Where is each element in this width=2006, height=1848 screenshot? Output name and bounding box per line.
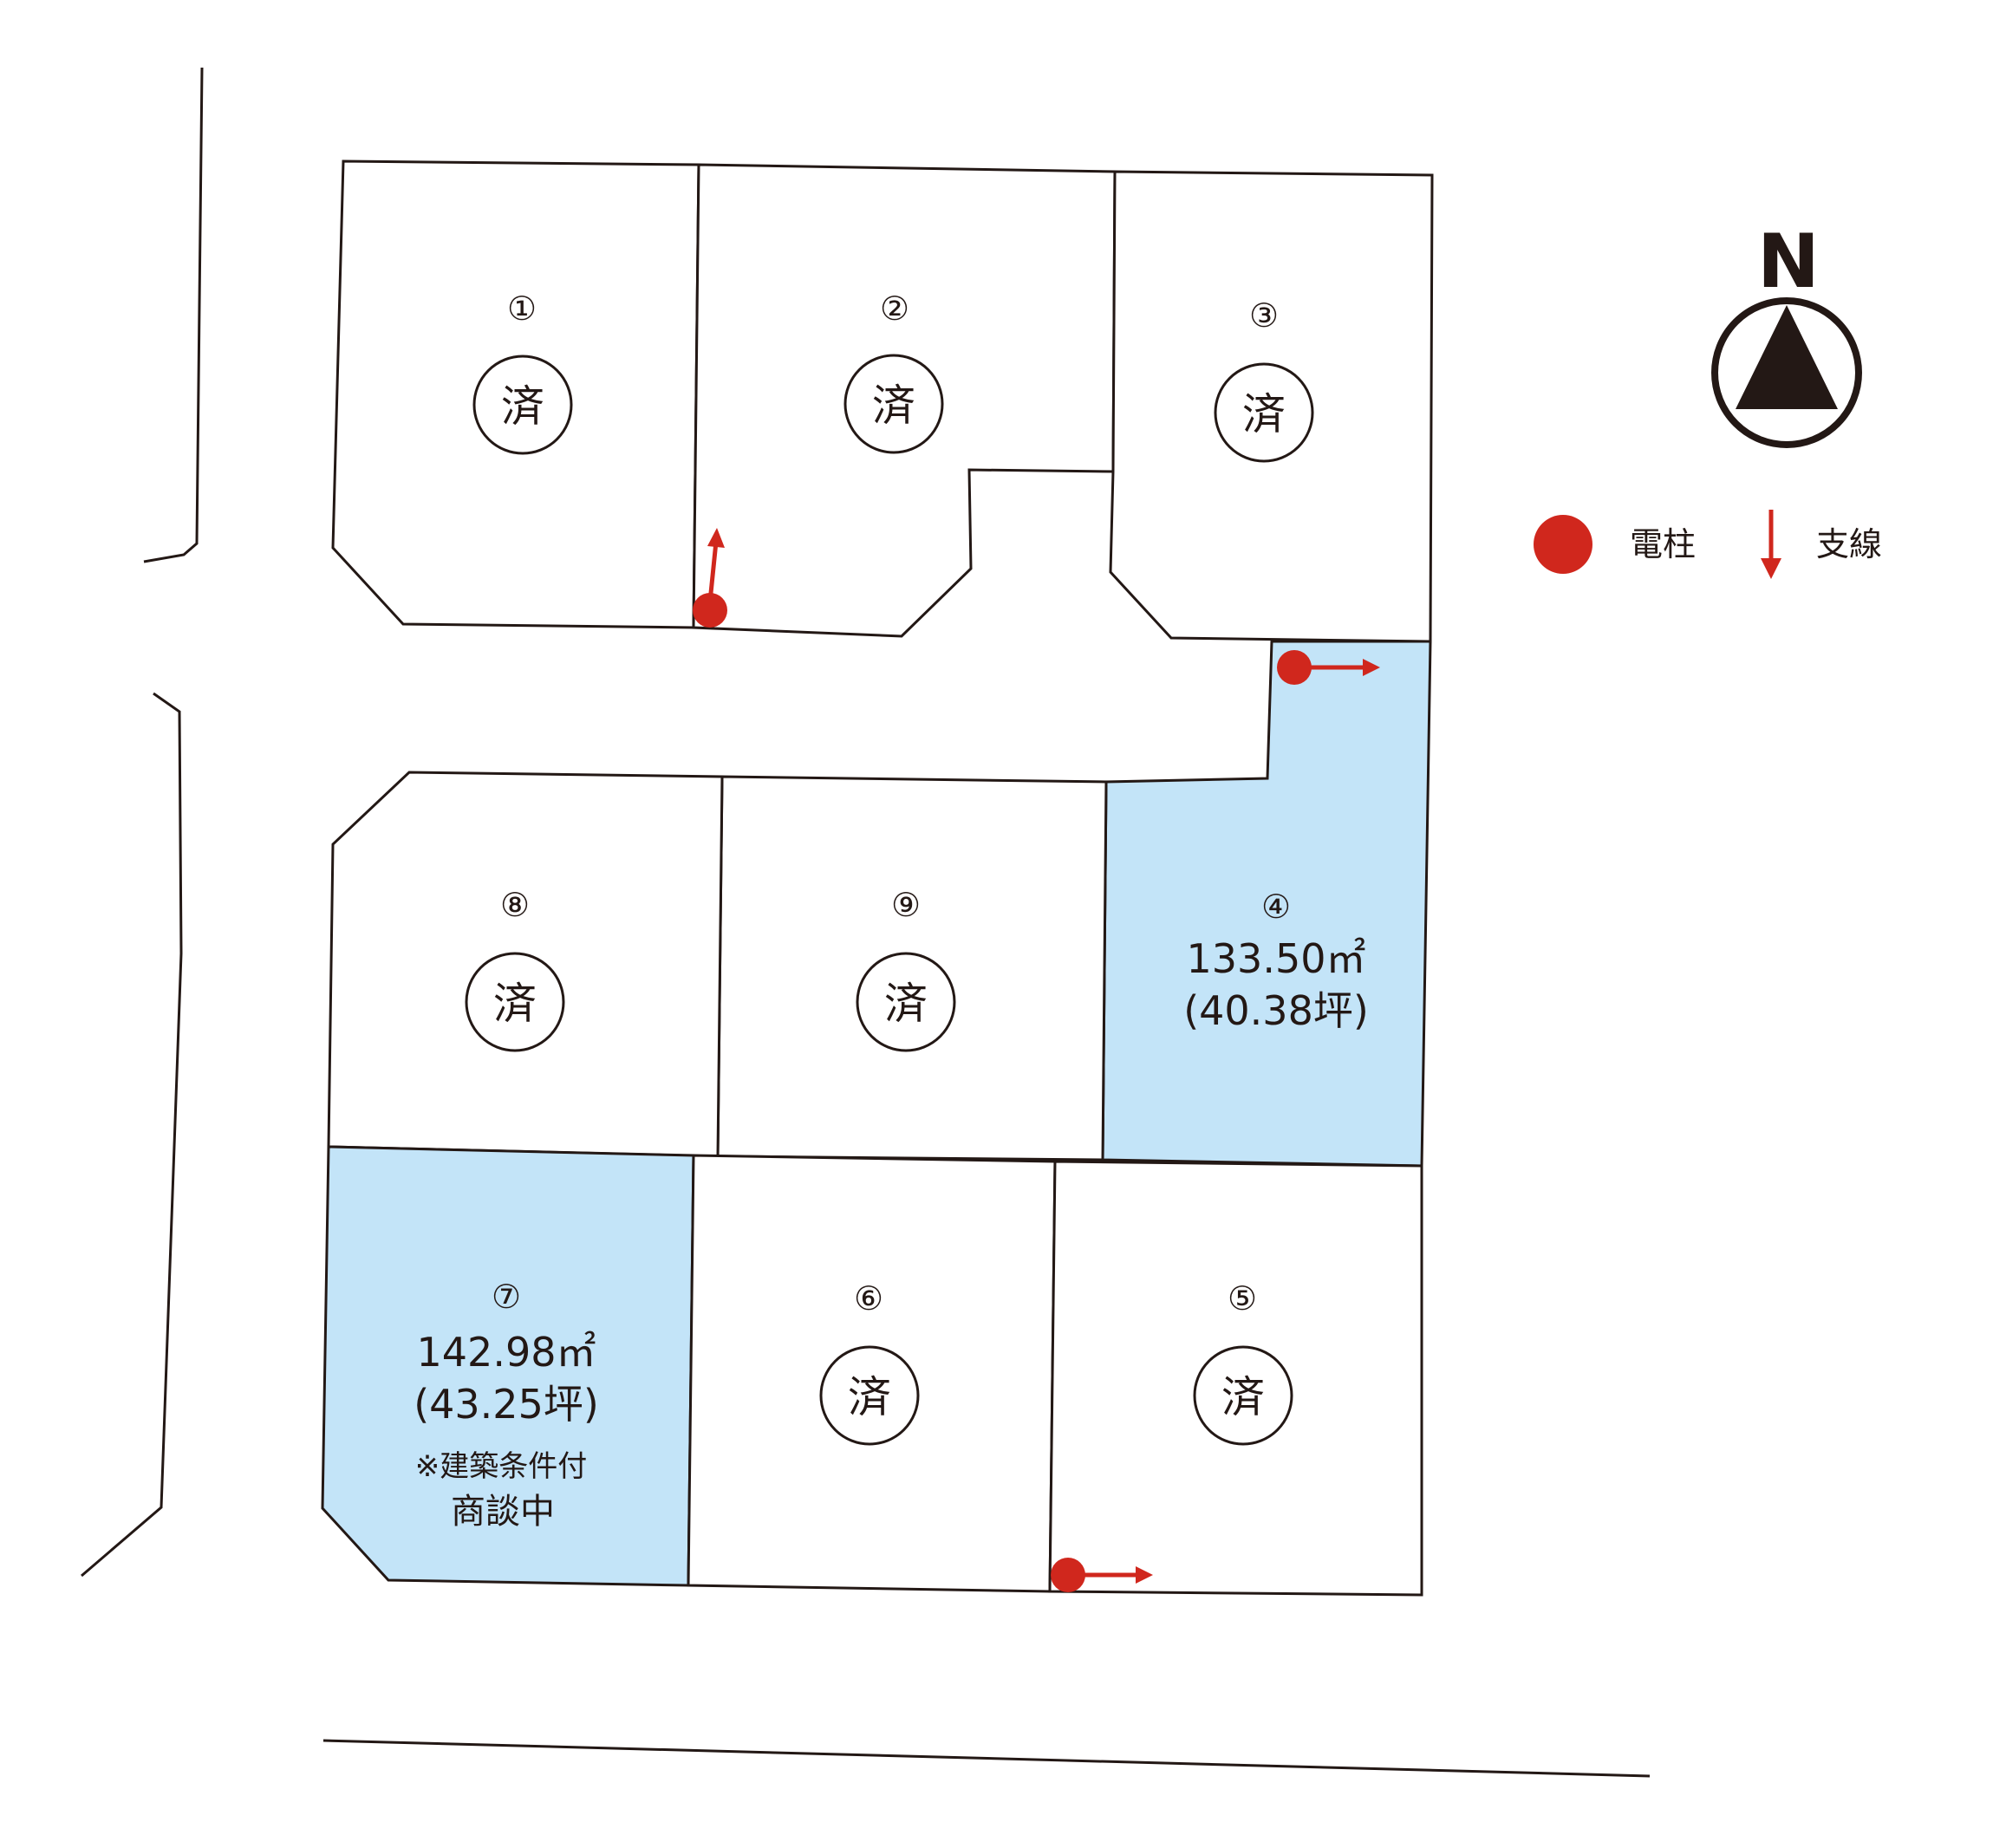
lot-area-tsubo: (40.38坪)	[1183, 987, 1369, 1034]
guy-wire-arrowhead	[707, 528, 725, 548]
sold-mark: 済	[848, 1372, 891, 1422]
sold-mark: 済	[501, 381, 544, 432]
lot-8-labels: ⑧ 済	[465, 886, 565, 1052]
lot-7-parcel[interactable]	[321, 1145, 695, 1587]
north-compass: N	[1711, 218, 1862, 448]
lot-3-labels: ③ 済	[1214, 296, 1314, 463]
lot-number: ①	[507, 290, 537, 328]
lot-1-labels: ① 済	[472, 290, 573, 455]
lot-5-labels: ⑤ 済	[1193, 1279, 1293, 1446]
utility-pole-marker	[693, 593, 727, 628]
lot-area-tsubo: (43.25坪)	[414, 1381, 599, 1428]
lots	[321, 159, 1434, 1597]
sold-badge	[1214, 362, 1314, 463]
lot-6-labels: ⑥ 済	[819, 1279, 920, 1446]
sold-mark: 済	[884, 979, 928, 1029]
lot-area-m2: 133.50㎡	[1187, 935, 1366, 982]
road-lines	[81, 67, 1651, 1778]
sold-mark: 済	[493, 979, 537, 1029]
guy-wire-arrowhead	[1363, 659, 1380, 676]
lot-condition-note: ※建築条件付	[415, 1449, 588, 1484]
pole-lot-5-6	[1051, 1558, 1153, 1592]
legend-pole-label: 電柱	[1630, 525, 1696, 563]
north-letter: N	[1757, 218, 1820, 305]
sold-badge	[843, 354, 944, 454]
road-line-north-west	[143, 67, 204, 563]
road-line-south	[322, 1739, 1651, 1778]
lot-number: ⑨	[891, 886, 921, 924]
lot-number: ⑦	[492, 1278, 521, 1316]
lot-number: ⑧	[500, 886, 530, 924]
legend-guy-wire-label: 支線	[1816, 525, 1882, 563]
sold-mark: 済	[872, 381, 915, 431]
lot-number: ③	[1249, 296, 1279, 335]
pole-lot-1-2	[693, 528, 727, 628]
legend-pole-icon	[1534, 515, 1592, 574]
pole-lot-4	[1277, 650, 1380, 685]
lot-number: ④	[1261, 888, 1291, 926]
lot-7-labels: ⑦ 142.98㎡ (43.25坪) ※建築条件付 商談中	[414, 1278, 599, 1532]
sold-mark: 済	[1221, 1372, 1265, 1422]
utility-pole-marker	[1277, 650, 1312, 685]
sold-badge	[1193, 1345, 1293, 1446]
guy-wire-arrowhead	[1136, 1566, 1153, 1584]
lot-9-labels: ⑨ 済	[856, 886, 956, 1052]
lot-number: ⑤	[1228, 1279, 1257, 1318]
legend: 電柱 支線	[1534, 510, 1882, 579]
lot-number: ⑥	[854, 1279, 883, 1318]
lot-area-m2: 142.98㎡	[417, 1329, 596, 1376]
sold-badge	[856, 952, 956, 1052]
compass-ring	[1711, 297, 1862, 448]
lot-negotiation-status: 商談中	[451, 1492, 555, 1532]
lot-4-labels: ④ 133.50㎡ (40.38坪)	[1183, 888, 1369, 1034]
lot-number: ②	[880, 290, 909, 328]
legend-guy-wire-arrowhead	[1761, 558, 1781, 579]
utility-poles	[693, 528, 1380, 1592]
utility-pole-marker	[1051, 1558, 1085, 1592]
road-line-west	[81, 692, 183, 1578]
sold-badge	[819, 1345, 920, 1446]
north-arrow-icon	[1736, 305, 1838, 409]
sold-badge	[472, 355, 573, 455]
lot-2-labels: ② 済	[843, 290, 944, 454]
sold-badge	[465, 952, 565, 1052]
sold-mark: 済	[1242, 389, 1286, 439]
